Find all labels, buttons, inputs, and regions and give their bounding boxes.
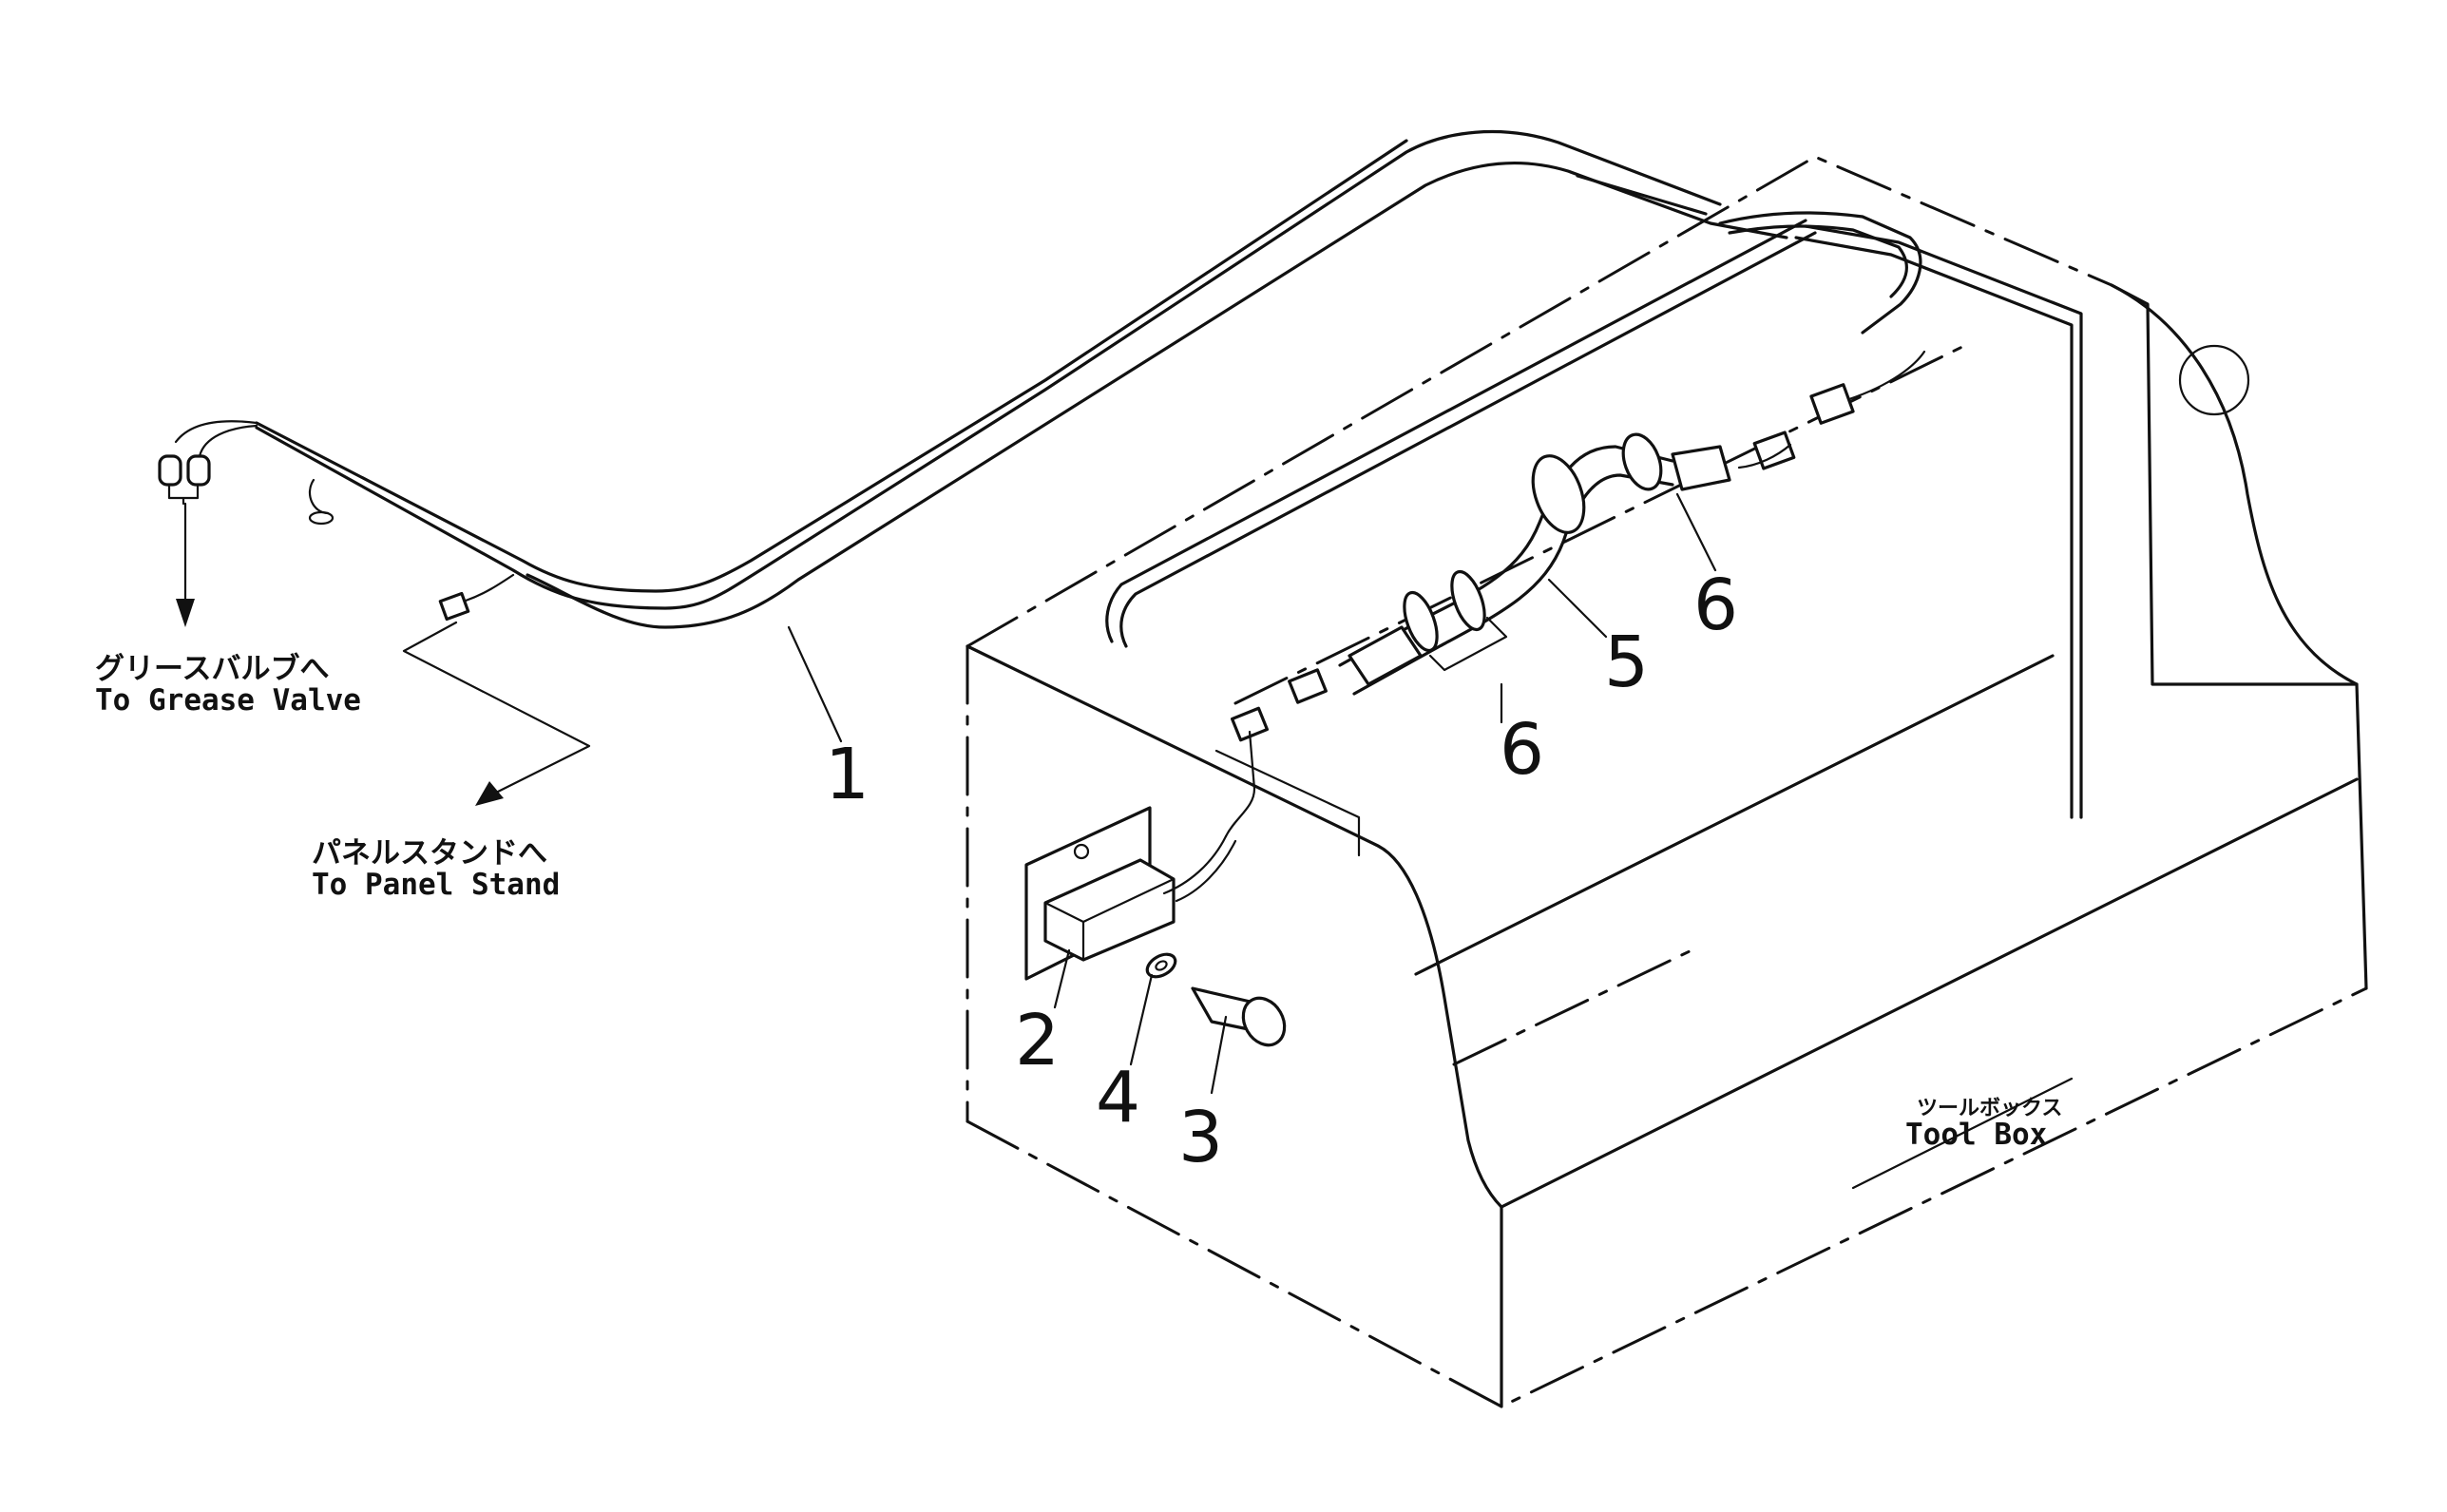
grommet-6 bbox=[1450, 569, 1486, 632]
bolt-3 bbox=[1191, 986, 1287, 1047]
part-number-6-top: 6 bbox=[1693, 565, 1739, 646]
connector bbox=[1809, 383, 1855, 425]
panel-stand-connector bbox=[438, 573, 515, 622]
part-number-5: 5 bbox=[1604, 622, 1650, 703]
part-number-1: 1 bbox=[825, 734, 870, 815]
hose-5 bbox=[1338, 432, 1731, 696]
relay-part-2 bbox=[1024, 806, 1237, 981]
grease-valve-connectors bbox=[158, 454, 211, 506]
callout-panel-stand-jp: パネルスタンドへ bbox=[312, 836, 547, 871]
grommet-6 bbox=[1531, 454, 1586, 534]
callout-grease-valve: グリースバルブへ To Grease Valve bbox=[95, 654, 361, 716]
leader-lines bbox=[176, 492, 2074, 1190]
callout-grease-valve-jp: グリースバルブへ bbox=[95, 652, 330, 686]
harness-1 bbox=[158, 130, 2083, 838]
callout-tool-box-jp: ツールボックス bbox=[1917, 1097, 2063, 1120]
part-number-3: 3 bbox=[1178, 1097, 1224, 1178]
tool-box bbox=[965, 155, 2368, 1408]
callout-tool-box-en: Tool Box bbox=[1905, 1118, 2048, 1153]
grommet-6 bbox=[1403, 590, 1439, 653]
washer-4 bbox=[1145, 952, 1177, 979]
part-number-2: 2 bbox=[1015, 1000, 1061, 1081]
callout-tool-box: ツールボックス Tool Box bbox=[1905, 1098, 2062, 1151]
callout-panel-stand-en: To Panel Stand bbox=[312, 867, 561, 902]
callout-grease-valve-en: To Grease Valve bbox=[95, 682, 361, 718]
connector bbox=[1288, 668, 1328, 704]
part-number-4: 4 bbox=[1096, 1057, 1141, 1139]
part-number-6-lower: 6 bbox=[1500, 709, 1545, 791]
grommet-6 bbox=[1621, 432, 1663, 491]
callout-panel-stand: パネルスタンドへ To Panel Stand bbox=[312, 838, 560, 900]
connector bbox=[1230, 706, 1270, 742]
